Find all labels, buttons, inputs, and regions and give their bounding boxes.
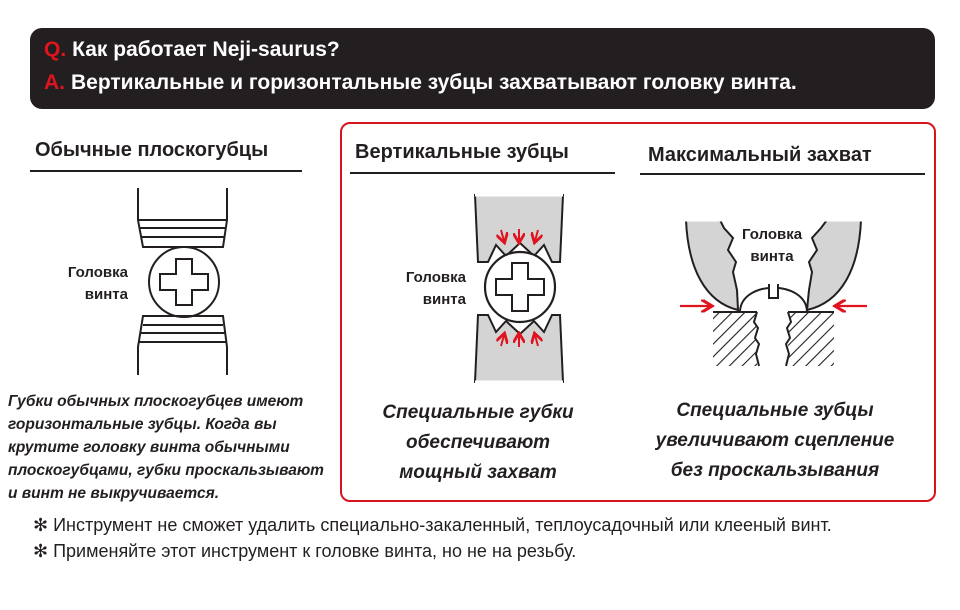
title-underline <box>640 173 925 175</box>
title-underline <box>350 172 615 174</box>
note-1: ✻ Инструмент не сможет удалить специальн… <box>33 515 832 536</box>
question-line: Q.Как работает Neji-saurus? <box>44 38 340 62</box>
caption-line: и винт не выкручивается. <box>8 485 220 502</box>
screw-head-label: Головка винта <box>40 262 128 306</box>
note-text: Применяйте этот инструмент к головке вин… <box>53 541 577 561</box>
qa-banner: Q.Как работает Neji-saurus? A. Вертикальн… <box>30 28 935 109</box>
asterisk-icon: ✻ <box>33 515 49 535</box>
caption-line: Специальные губки <box>382 402 574 423</box>
red-arrows-icon <box>501 229 538 347</box>
caption-line: увеличивают сцепление <box>655 430 895 451</box>
max-grip-caption: Специальные зубцы увеличивают сцепление … <box>630 396 920 486</box>
caption-line: обеспечивают <box>406 432 550 453</box>
highlight-frame <box>340 122 936 502</box>
note-text: Инструмент не сможет удалить специально-… <box>53 515 832 535</box>
ordinary-pliers-illustration <box>137 188 228 375</box>
label-line: Головка <box>67 264 128 281</box>
q-marker: Q. <box>44 38 67 61</box>
label-line: винта <box>84 286 128 303</box>
screw-head-label: Головка винта <box>378 267 466 311</box>
caption-line: без проскальзывания <box>670 460 880 481</box>
answer-text: Вертикальные и горизонтальные зубцы захв… <box>71 71 797 94</box>
title-underline <box>30 170 302 172</box>
answer-line: A. Вертикальные и горизонтальные зубцы за… <box>44 71 797 95</box>
panel-title-max-grip: Максимальный захват <box>648 144 872 166</box>
caption-line: Специальные зубцы <box>676 400 874 421</box>
note-2: ✻ Применяйте этот инструмент к головке в… <box>33 541 576 562</box>
label-line: винта <box>422 291 466 308</box>
caption-line: Губки обычных плоскогубцев имеют <box>8 393 304 410</box>
label-line: Головка <box>741 226 803 243</box>
caption-line: мощный захват <box>399 462 557 483</box>
caption-line: крутите головку винта обычными <box>8 439 290 456</box>
ordinary-description: Губки обычных плоскогубцев имеют горизон… <box>8 390 338 505</box>
panel-title-vertical: Вертикальные зубцы <box>355 141 569 163</box>
a-marker: A. <box>44 71 65 94</box>
screw-head-label: Головка винта <box>733 224 811 268</box>
asterisk-icon: ✻ <box>33 541 49 561</box>
maximum-grip-illustration <box>680 218 867 367</box>
caption-line: плоскогубцами, губки проскальзывают <box>8 462 324 479</box>
vertical-teeth-illustration <box>473 193 565 384</box>
caption-line: горизонтальные зубцы. Когда вы <box>8 416 277 433</box>
question-text: Как работает Neji-saurus? <box>72 38 340 61</box>
label-line: Головка <box>405 269 466 286</box>
vertical-caption: Специальные губки обеспечивают мощный за… <box>348 398 608 488</box>
panel-title-ordinary: Обычные плоскогубцы <box>35 139 269 161</box>
label-line: винта <box>750 248 794 265</box>
